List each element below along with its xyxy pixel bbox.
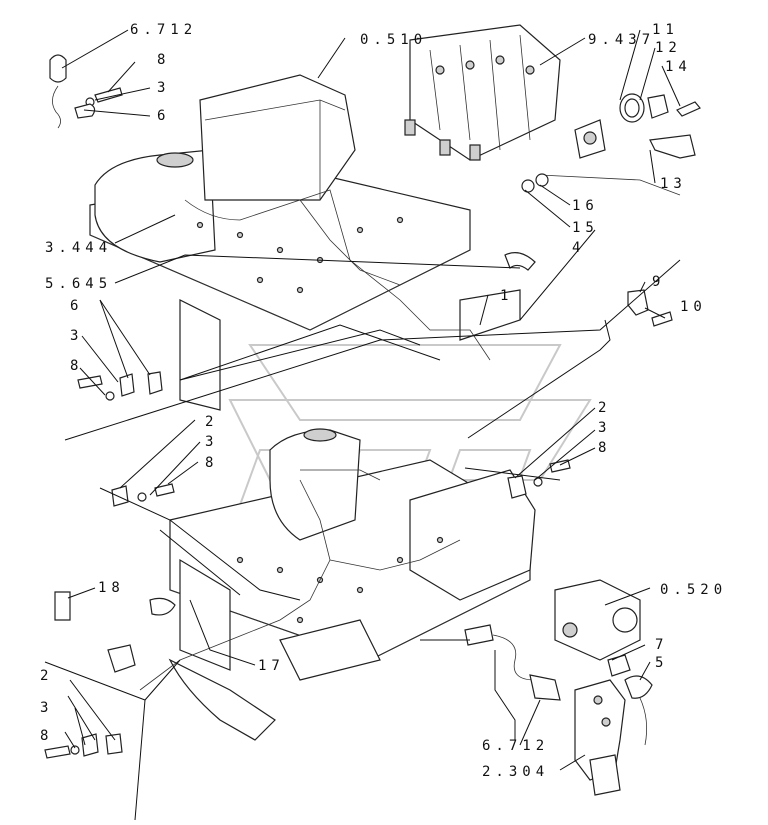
lower-platform-holes xyxy=(236,536,444,624)
label-0520: 0.520 xyxy=(660,582,727,598)
label-6-top: 6 xyxy=(157,108,170,124)
solenoid-valve-2304 xyxy=(574,654,653,796)
sensor-6712 xyxy=(464,624,561,701)
label-3444: 3.444 xyxy=(45,240,112,256)
part-number-labels: 6.712 0.510 9.437 11 12 14 8 3 6 13 16 1… xyxy=(40,22,727,780)
label-6-mid: 6 xyxy=(70,298,83,314)
label-3-left: 3 xyxy=(205,434,218,450)
label-6712-bottom: 6.712 xyxy=(482,738,549,754)
label-16: 16 xyxy=(572,198,599,214)
label-5645: 5.645 xyxy=(45,276,112,292)
upper-frame-assembly xyxy=(89,74,521,411)
label-13: 13 xyxy=(660,176,687,192)
label-8-mid: 8 xyxy=(70,358,83,374)
label-4: 4 xyxy=(572,240,585,256)
label-8-right: 8 xyxy=(598,440,611,456)
label-7: 7 xyxy=(655,637,668,653)
lower-frame-assembly xyxy=(139,428,536,741)
label-3-mid: 3 xyxy=(70,328,83,344)
label-8-bottom: 8 xyxy=(40,728,53,744)
control-valve-9437 xyxy=(404,24,561,161)
label-0510: 0.510 xyxy=(360,32,427,48)
label-1: 1 xyxy=(500,288,513,304)
label-3-right: 3 xyxy=(598,420,611,436)
label-8-top: 8 xyxy=(157,52,170,68)
label-3-bottom: 3 xyxy=(40,700,53,716)
label-2-left: 2 xyxy=(205,414,218,430)
label-11: 11 xyxy=(652,22,679,38)
label-6712-top: 6.712 xyxy=(130,22,197,38)
label-9437: 9.437 xyxy=(588,32,655,48)
label-5: 5 xyxy=(655,655,668,671)
label-9: 9 xyxy=(652,274,665,290)
label-18: 18 xyxy=(98,580,125,596)
label-17: 17 xyxy=(258,658,285,674)
label-8-left: 8 xyxy=(205,455,218,471)
platform-holes xyxy=(196,216,404,294)
label-14: 14 xyxy=(665,59,692,75)
valve-0520 xyxy=(554,579,641,661)
label-15: 15 xyxy=(572,220,599,236)
label-2304: 2.304 xyxy=(482,764,549,780)
label-10: 10 xyxy=(680,299,707,315)
pressure-switch-assembly xyxy=(539,93,701,196)
label-12: 12 xyxy=(655,40,682,56)
leader-lines xyxy=(44,29,681,821)
label-2-right: 2 xyxy=(598,400,611,416)
label-3-top: 3 xyxy=(157,80,170,96)
label-2-bottom: 2 xyxy=(40,668,53,684)
